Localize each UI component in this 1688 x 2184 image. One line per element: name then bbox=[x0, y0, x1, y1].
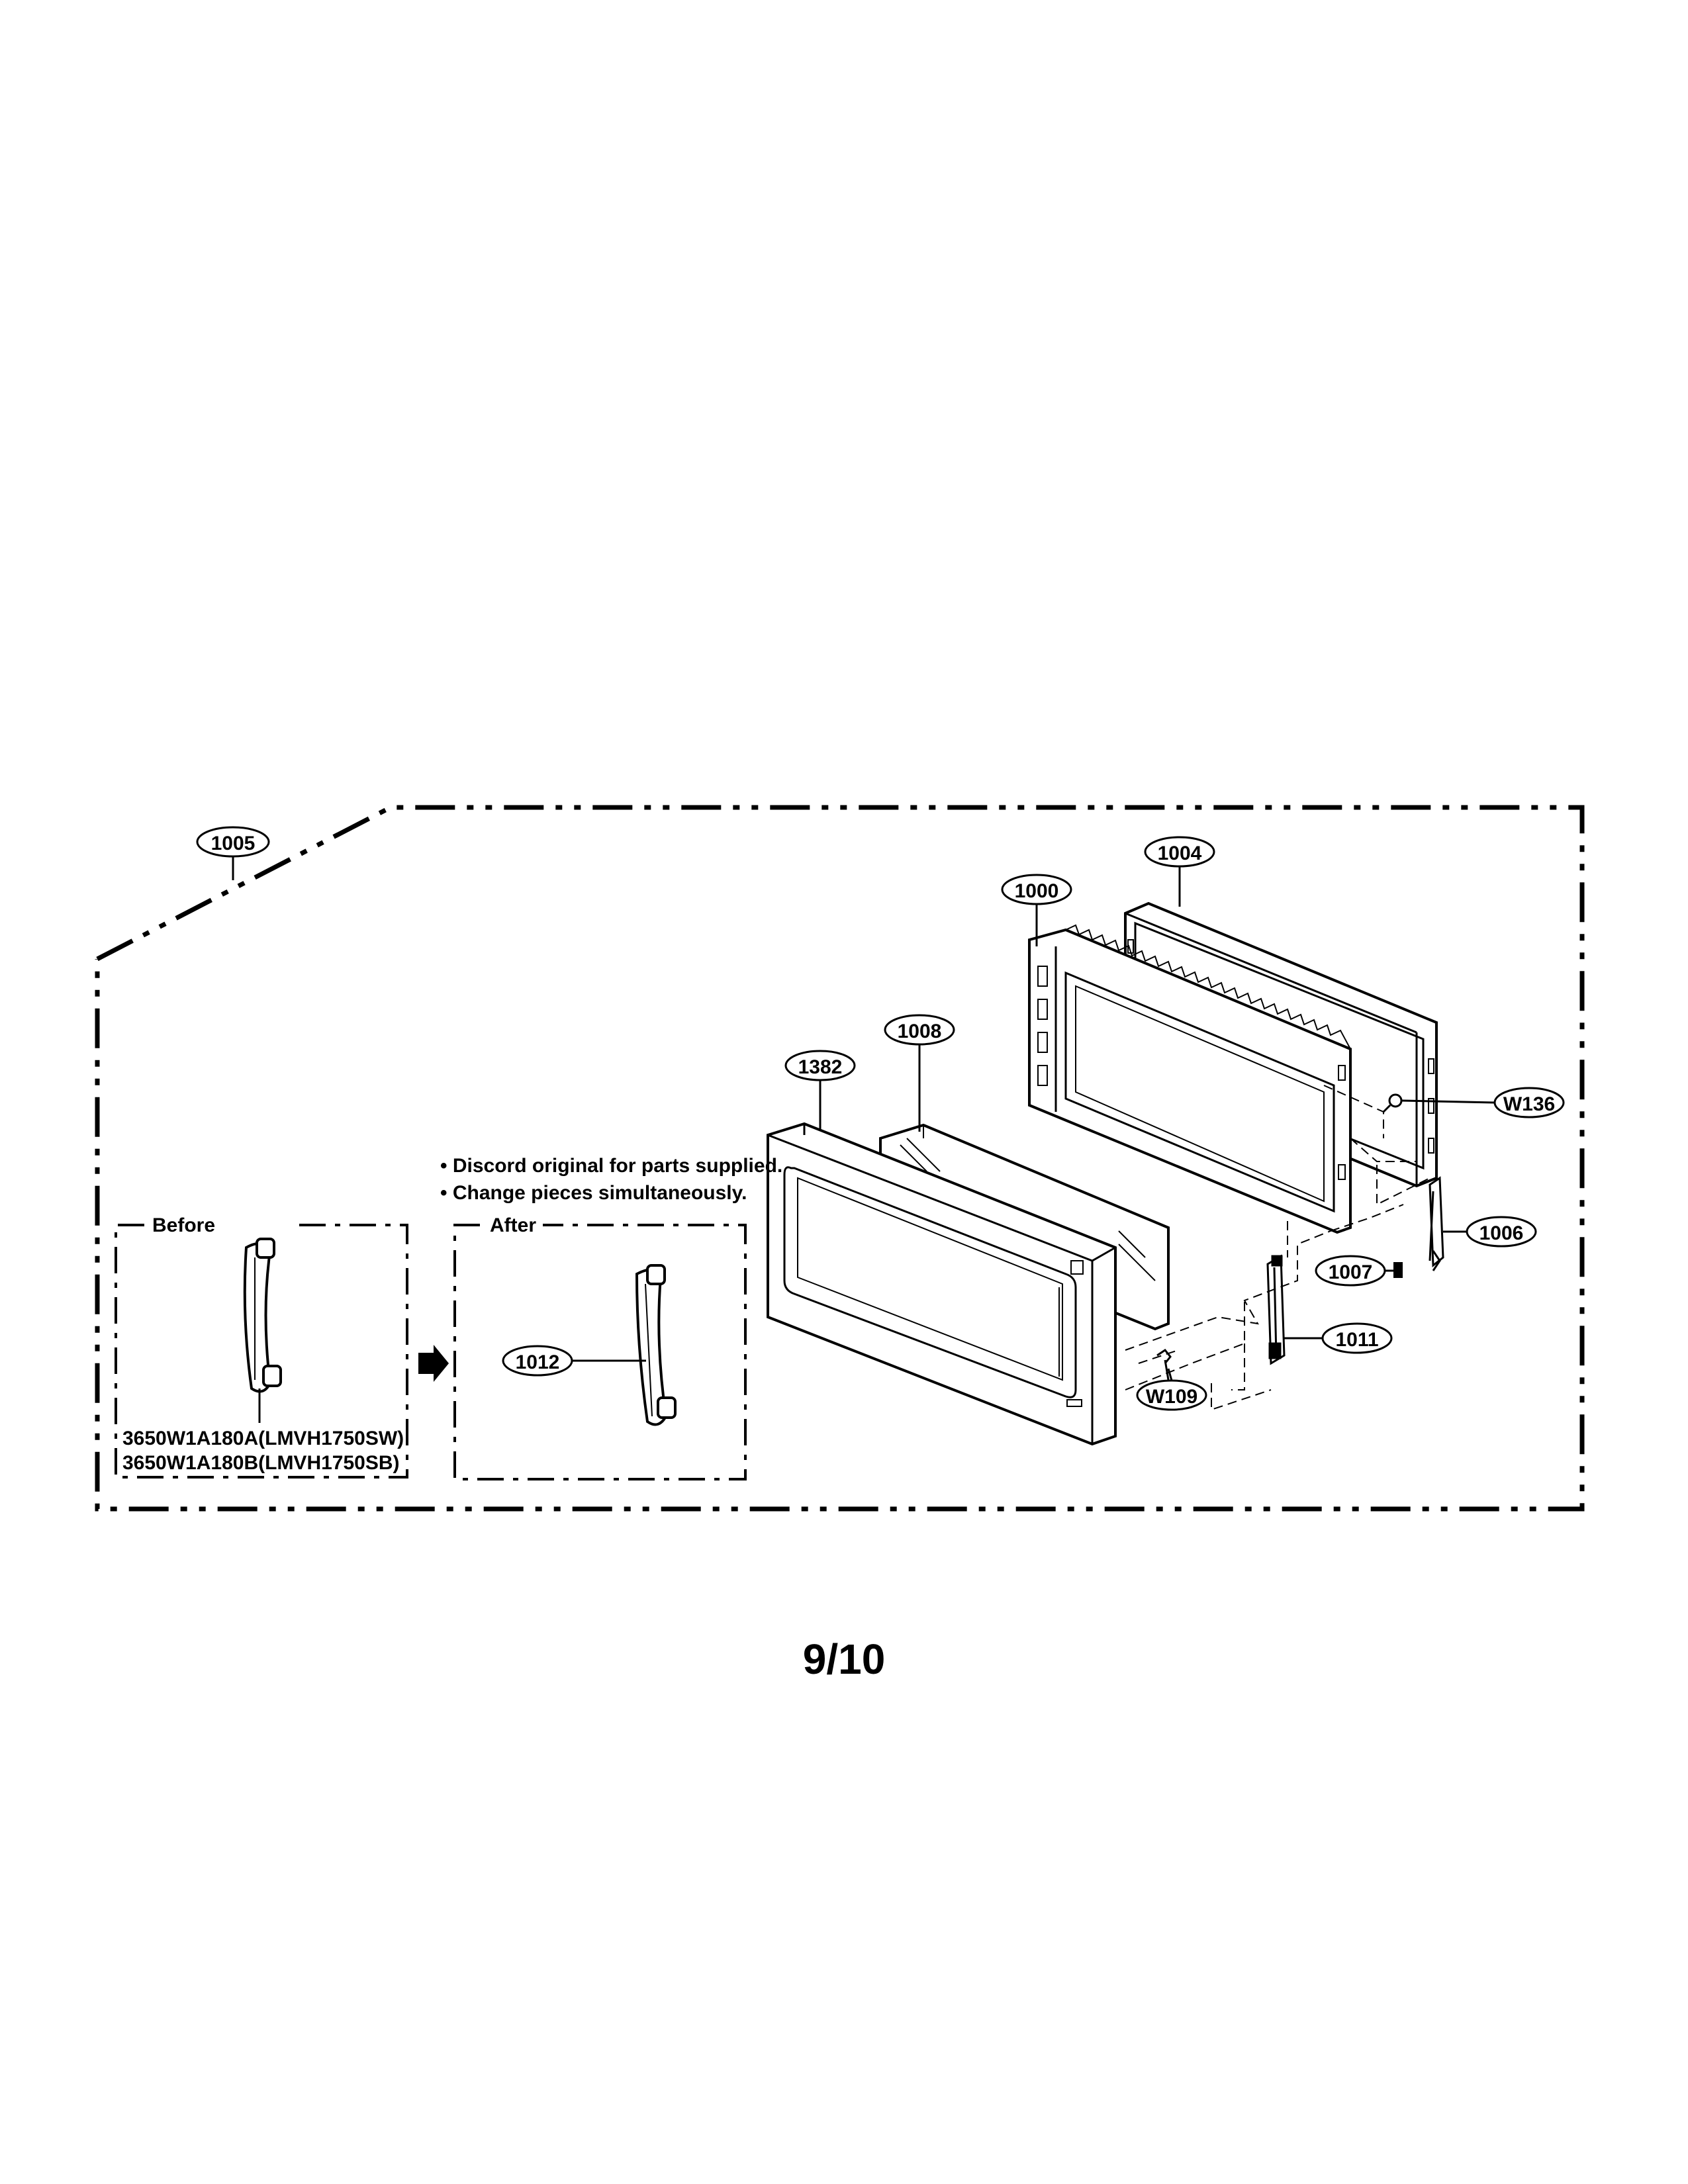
part-1011-door-hook bbox=[1266, 1254, 1286, 1365]
callout-1006: 1006 bbox=[1479, 1222, 1524, 1244]
before-box: Before 3650W1A180A(LMVH1750SW) 3650W1A18… bbox=[115, 1214, 408, 1479]
after-title: After bbox=[490, 1214, 536, 1236]
part-W136-screw bbox=[1382, 1093, 1403, 1113]
callout-1008: 1008 bbox=[898, 1021, 942, 1042]
before-handle bbox=[243, 1238, 282, 1393]
callout-1004: 1004 bbox=[1158, 842, 1202, 864]
callout-1000: 1000 bbox=[1015, 880, 1059, 902]
before-part-number-2: 3650W1A180B(LMVH1750SB) bbox=[122, 1452, 400, 1474]
before-title: Before bbox=[152, 1214, 215, 1236]
page-number: 9/10 bbox=[802, 1635, 886, 1683]
leader-W109 bbox=[1167, 1368, 1173, 1381]
note-line-1: • Discord original for parts supplied. bbox=[440, 1155, 782, 1177]
callout-1007: 1007 bbox=[1329, 1261, 1373, 1283]
assembly-boundary bbox=[95, 805, 1585, 1512]
part-1007-spring bbox=[1393, 1262, 1403, 1278]
before-after-arrow bbox=[418, 1345, 449, 1382]
after-handle bbox=[635, 1264, 677, 1426]
before-part-number-1: 3650W1A180A(LMVH1750SW) bbox=[122, 1428, 404, 1449]
callout-1011: 1011 bbox=[1335, 1329, 1378, 1351]
part-1000-inner-door bbox=[1028, 924, 1352, 1234]
note-line-2: • Change pieces simultaneously. bbox=[440, 1182, 747, 1204]
part-1382-door-front-frame bbox=[767, 1122, 1117, 1446]
part-1006-latch bbox=[1429, 1176, 1444, 1271]
callout-W109: W109 bbox=[1146, 1386, 1197, 1408]
after-box: After 1012 bbox=[453, 1214, 747, 1480]
callout-1005: 1005 bbox=[211, 833, 256, 854]
part-W109-screw bbox=[1156, 1348, 1172, 1381]
callout-1382: 1382 bbox=[798, 1056, 843, 1078]
assembly-guide-lines bbox=[1125, 1085, 1430, 1411]
leader-W136 bbox=[1401, 1099, 1495, 1104]
callout-1012: 1012 bbox=[516, 1351, 560, 1373]
callout-W136: W136 bbox=[1503, 1093, 1555, 1115]
